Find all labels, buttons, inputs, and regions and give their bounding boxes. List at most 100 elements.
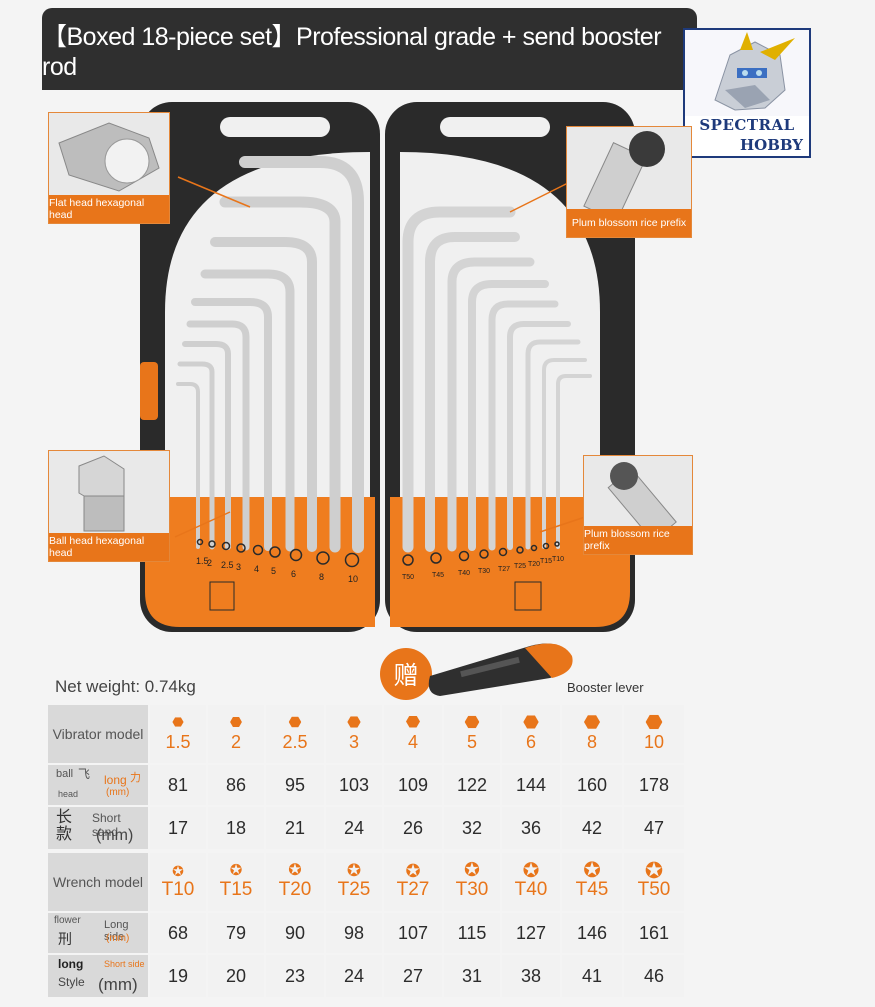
torx-size-value: T20 [278, 879, 312, 900]
long-side-label: Long side [104, 919, 129, 943]
vibrator-model-label: Vibrator model [52, 726, 144, 742]
torx-short-side-header: long Style Short side (mm) [48, 955, 148, 997]
torx-star-icon: ✪ [644, 858, 664, 883]
case-size-label: 1.5 [196, 556, 209, 566]
hex-size-cell: 2 [208, 705, 264, 763]
short-sand-header: 长 款 Short sand (mm) [48, 807, 148, 849]
hex-size-cell: 5 [444, 705, 500, 763]
case-torx-label: T15 [540, 558, 553, 565]
callout-label: Plum blossom rice prefix [567, 209, 691, 237]
long-style-label: long [58, 957, 84, 971]
style-label: Style [58, 975, 85, 989]
hex-size-value: 3 [348, 731, 359, 752]
ball-char: 飞 [78, 767, 91, 781]
hex-short-value: 26 [384, 807, 442, 849]
torx-short-value: 46 [624, 955, 684, 997]
case-torx-label: T40 [458, 570, 471, 577]
hex-size-value: 6 [525, 731, 536, 752]
flat-hex-head-icon [49, 113, 169, 197]
hex-size-value: 4 [407, 731, 418, 752]
torx-short-value: 41 [562, 955, 622, 997]
flower-char: 刑 [58, 931, 72, 947]
hex-size-cell: 2.5 [266, 705, 324, 763]
torx-size-cell: ✪T15 [208, 853, 264, 911]
hex-long-value: 160 [562, 765, 622, 805]
torx-short-value: 20 [208, 955, 264, 997]
gift-badge-text: 赠 [393, 661, 419, 690]
case-torx-label: T45 [432, 572, 445, 579]
booster-lever-label: Booster lever [567, 680, 644, 695]
hex-shape-icon [464, 715, 480, 728]
torx-short-value: 24 [326, 955, 382, 997]
torx-size-cell: ✪T30 [444, 853, 500, 911]
torx-ball-tip-icon [584, 456, 692, 542]
torx-long-value: 90 [266, 913, 324, 953]
torx-star-icon: ✪ [464, 860, 480, 881]
case-size-label: 2 [207, 558, 213, 568]
logo-text-hobby: HOBBY [739, 136, 803, 154]
case-size-label: 3 [236, 562, 242, 572]
torx-size-value: T27 [396, 879, 430, 900]
hex-short-value: 18 [208, 807, 264, 849]
left-orange-base [145, 497, 375, 627]
torx-size-value: T40 [514, 879, 548, 900]
hex-size-cell: 3 [326, 705, 382, 763]
short-sand-label: Short sand [92, 811, 121, 839]
torx-size-value: T50 [637, 879, 671, 900]
case-size-label: 4 [254, 564, 260, 574]
torx-short-value: 23 [266, 955, 324, 997]
hex-size-value: 5 [466, 731, 477, 752]
vibrator-model-header: Vibrator model [48, 705, 148, 763]
case-torx-label: T30 [478, 568, 491, 575]
wrench-model-label: Wrench model [52, 874, 143, 890]
ball-head-long-header: ball 飞 head long 力 (mm) [48, 765, 148, 805]
hex-shape-icon [523, 714, 539, 729]
case-torx-label: T50 [402, 574, 415, 581]
callout-plum-bottom: Plum blossom rice prefix [583, 455, 693, 555]
hex-short-value: 36 [502, 807, 560, 849]
torx-size-cell: ✪T10 [150, 853, 206, 911]
long-side-unit: (mm) [106, 933, 130, 944]
torx-size-cell: ✪T40 [502, 853, 560, 911]
callout-label: Ball head hexagonal head [49, 533, 169, 561]
hex-long-value: 81 [150, 765, 206, 805]
torx-size-cell: ✪T25 [326, 853, 382, 911]
hex-shape-icon [645, 714, 663, 729]
callout-label: Flat head hexagonal head [49, 195, 169, 223]
hex-short-value: 17 [150, 807, 206, 849]
ball-label: ball [56, 768, 74, 780]
callout-plum-top: Plum blossom rice prefix [566, 126, 692, 238]
torx-star-icon: ✪ [288, 862, 302, 879]
torx-long-value: 115 [444, 913, 500, 953]
torx-long-value: 146 [562, 913, 622, 953]
torx-size-cell: ✪T50 [624, 853, 684, 911]
flower-label: flower [54, 915, 81, 926]
hex-long-value: 144 [502, 765, 560, 805]
hex-long-value: 178 [624, 765, 684, 805]
hex-short-value: 47 [624, 807, 684, 849]
torx-short-value: 31 [444, 955, 500, 997]
case-torx-label: T20 [528, 561, 541, 568]
hex-long-value: 109 [384, 765, 442, 805]
torx-star-icon: ✪ [172, 863, 184, 879]
short-sand-unit: (mm) [96, 827, 134, 844]
case-size-label: 6 [291, 569, 297, 579]
torx-size-value: T45 [575, 879, 609, 900]
short-side-label: Short side [104, 959, 145, 969]
case-size-label: 8 [319, 572, 325, 582]
torx-star-icon: ✪ [583, 859, 601, 882]
torx-tip-icon [567, 127, 691, 222]
hex-long-value: 86 [208, 765, 264, 805]
hex-long-value: 122 [444, 765, 500, 805]
torx-star-icon: ✪ [229, 862, 243, 879]
case-size-label: 2.5 [221, 560, 234, 570]
robot-head-icon [685, 30, 809, 116]
torx-size-value: T25 [337, 879, 371, 900]
head-label: head [58, 789, 79, 799]
ball-hex-head-icon [49, 451, 169, 535]
case-size-label: 10 [348, 574, 359, 584]
